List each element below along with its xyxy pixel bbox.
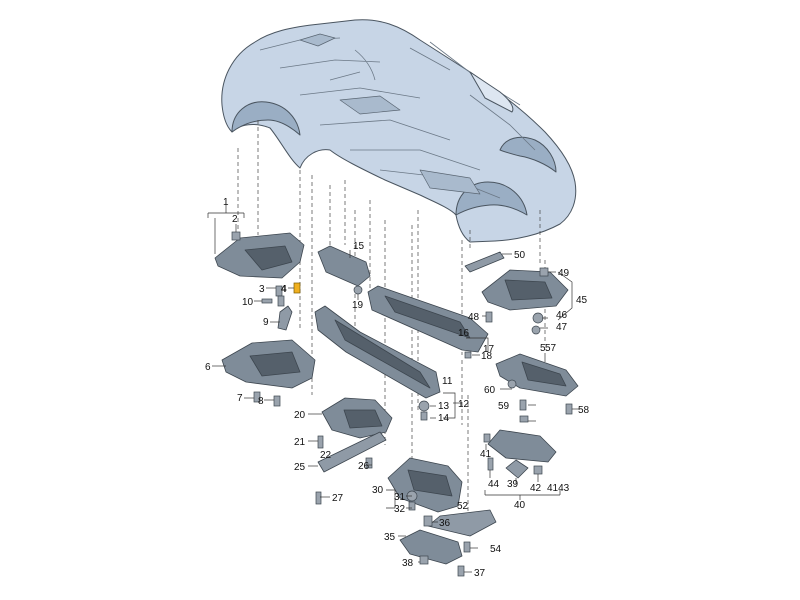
part-label-25: 25 [294, 462, 306, 473]
part-label-27: 27 [332, 493, 344, 504]
part-label-48: 48 [468, 312, 480, 323]
part-label-16: 16 [458, 328, 470, 339]
part-label-10: 10 [242, 297, 254, 308]
part-label-26: 26 [358, 461, 370, 472]
part-label-39: 39 [507, 479, 519, 490]
part-label-6: 6 [205, 362, 211, 373]
part-label-8: 8 [258, 396, 264, 407]
part-label-41: 41 [480, 449, 492, 460]
fasteners [231, 231, 573, 577]
part-label-54: 54 [490, 544, 502, 555]
car-body [221, 19, 577, 243]
part-label-4: 4 [281, 284, 287, 295]
bracket-9 [277, 305, 293, 331]
part-label-36: 36 [439, 518, 451, 529]
part-label-49: 49 [558, 268, 570, 279]
part-label-30: 30 [372, 485, 384, 496]
rear-shield-40 [487, 429, 557, 463]
part-label-13: 13 [438, 401, 450, 412]
part-label-44: 44 [488, 479, 500, 490]
panels [214, 232, 579, 565]
part-label-42: 42 [530, 483, 542, 494]
part-labels: 1 2 3 4 10 9 6 7 8 15 19 16 17 18 12 11 … [205, 197, 590, 579]
bar-25 [317, 431, 387, 473]
part-label-21: 21 [294, 437, 306, 448]
part-label-50: 50 [514, 250, 526, 261]
part-label-7: 7 [237, 393, 243, 404]
part-label-47: 47 [556, 322, 568, 333]
part-label-59: 59 [498, 401, 510, 412]
part-label-22: 22 [320, 450, 332, 461]
part-label-1: 1 [223, 197, 229, 208]
part-label-37: 37 [474, 568, 486, 579]
part-label-35: 35 [384, 532, 396, 543]
part-label-57: 57 [545, 343, 557, 354]
panel-35 [399, 529, 463, 565]
part-label-58: 58 [578, 405, 590, 416]
side-shield-15 [317, 245, 371, 287]
strip-50 [464, 251, 505, 273]
part-label-45: 45 [576, 295, 588, 306]
part-label-12: 12 [458, 399, 470, 410]
part-label-11: 11 [442, 376, 453, 387]
part-label-18: 18 [481, 351, 493, 362]
part-label-40: 40 [514, 500, 526, 511]
part-label-4143: 4143 [547, 483, 570, 494]
part-label-9: 9 [263, 317, 269, 328]
part-label-38: 38 [402, 558, 414, 569]
part-label-19: 19 [352, 300, 364, 311]
bracket-39 [505, 459, 529, 479]
part-label-60: 60 [484, 385, 496, 396]
part-label-15: 15 [353, 241, 365, 252]
part-label-52: 52 [457, 501, 469, 512]
part-label-3: 3 [259, 284, 265, 295]
part-label-2: 2 [232, 214, 238, 225]
part-label-17: 17 [483, 344, 495, 355]
part-label-46: 46 [556, 310, 568, 321]
part-label-14: 14 [438, 413, 450, 424]
part-label-32: 32 [394, 504, 406, 515]
panel-52 [427, 509, 497, 537]
leader-lines [207, 205, 580, 573]
highlighted-clip-4 [293, 282, 301, 294]
part-label-31: 31 [394, 492, 406, 503]
part-label-5: 5 [540, 343, 546, 354]
part-label-20: 20 [294, 410, 306, 421]
